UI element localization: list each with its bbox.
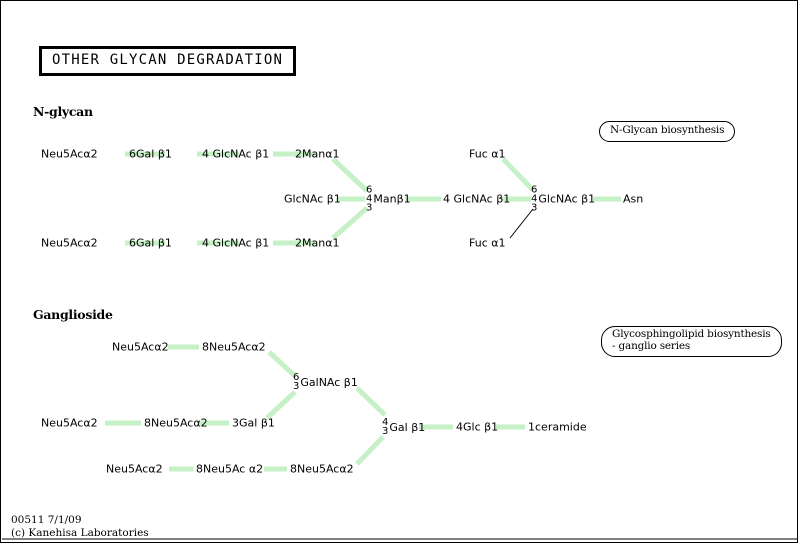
branch-digit-4: 4 <box>382 417 389 428</box>
node-galnac[interactable]: 6 3 GalNAc β1 <box>293 372 358 392</box>
branch-digits: 6 4 3 <box>366 184 373 214</box>
map-title: OTHER GLYCAN DEGRADATION <box>39 46 297 76</box>
branch-digit-6: 6 <box>293 372 300 383</box>
node-gang-neu5ac-r1[interactable]: Neu5Acα2 <box>112 340 169 354</box>
node-label: Gal β1 <box>389 420 426 434</box>
branch-digit-3: 3 <box>293 381 300 392</box>
node-glcnac-top[interactable]: 4 GlcNAc β1 <box>202 147 270 161</box>
node-label: GalNAc β1 <box>300 375 358 389</box>
branch-digits: 4 3 <box>382 417 389 437</box>
node-glcnac-chitobiose[interactable]: 4 GlcNAc β1 <box>443 192 511 206</box>
node-gang-neu5ac8-r1[interactable]: 8Neu5Acα2 <box>202 340 266 354</box>
section-heading-n-glycan: N-glycan <box>33 104 93 119</box>
maplink-line-2: - ganglio series <box>612 339 691 352</box>
maplink-line-1: Glycosphingolipid biosynthesis <box>612 328 771 340</box>
node-glc[interactable]: 4Glc β1 <box>456 420 499 434</box>
node-gang-neu5ac8-r2[interactable]: 8Neu5Acα2 <box>144 416 208 430</box>
node-glcnac-bottom[interactable]: 4 GlcNAc β1 <box>202 236 270 250</box>
node-glcnac-bisecting[interactable]: GlcNAc β1 <box>284 192 341 206</box>
node-gang-neu5ac8b-r3[interactable]: 8Neu5Acα2 <box>290 462 354 476</box>
node-asn[interactable]: Asn <box>623 192 644 206</box>
node-neu5ac-bottom[interactable]: Neu5Acα2 <box>41 236 98 250</box>
node-glcnac-core[interactable]: 6 4 3 GlcNAc β1 <box>531 184 596 214</box>
branch-digit-4: 4 <box>531 193 538 205</box>
node-gang-neu5ac-r2[interactable]: Neu5Acα2 <box>41 416 98 430</box>
branch-digit-4: 4 <box>366 193 373 205</box>
footer-map-id: 00511 7/1/09 <box>11 514 82 526</box>
maplink-line-1: N-Glycan biosynthesis <box>610 124 725 136</box>
node-neu5ac-top[interactable]: Neu5Acα2 <box>41 147 98 161</box>
maplink-n-glycan-biosynthesis[interactable]: N-Glycan biosynthesis <box>599 121 736 142</box>
node-gang-gal-r2[interactable]: 3Gal β1 <box>232 416 275 430</box>
node-gang-neu5ac8-r3[interactable]: 8Neu5Ac α2 <box>196 462 264 476</box>
branch-digit-3: 3 <box>366 202 373 214</box>
node-gal-bottom[interactable]: 6Gal β1 <box>129 236 172 250</box>
branch-digits: 6 3 <box>293 372 300 392</box>
footer-copyright: (c) Kanehisa Laboratories <box>11 527 149 539</box>
branch-digit-3: 3 <box>531 202 538 214</box>
branch-digits: 6 4 3 <box>531 184 538 214</box>
node-ceramide[interactable]: 1ceramide <box>528 420 587 434</box>
branch-digit-6: 6 <box>366 184 373 196</box>
node-gal-top[interactable]: 6Gal β1 <box>129 147 172 161</box>
node-label: Manβ1 <box>373 192 411 206</box>
node-man-alpha-bottom[interactable]: 2Manα1 <box>295 236 340 250</box>
node-man-alpha-top[interactable]: 2Manα1 <box>295 147 340 161</box>
node-gal-core[interactable]: 4 3 Gal β1 <box>382 417 426 437</box>
node-fuc-alpha-lower[interactable]: Fuc α1 <box>469 236 506 250</box>
node-man-beta-core[interactable]: 6 4 3 Manβ1 <box>366 184 411 214</box>
node-label: GlcNAc β1 <box>538 192 596 206</box>
branch-digit-3: 3 <box>382 426 389 437</box>
node-gang-neu5ac-r3[interactable]: Neu5Acα2 <box>106 462 163 476</box>
section-heading-ganglioside: Ganglioside <box>33 307 113 322</box>
maplink-glycosphingolipid-biosynthesis[interactable]: Glycosphingolipid biosynthesis - ganglio… <box>601 326 782 357</box>
branch-digit-6: 6 <box>531 184 538 196</box>
node-fuc-alpha-upper[interactable]: Fuc α1 <box>469 147 506 161</box>
